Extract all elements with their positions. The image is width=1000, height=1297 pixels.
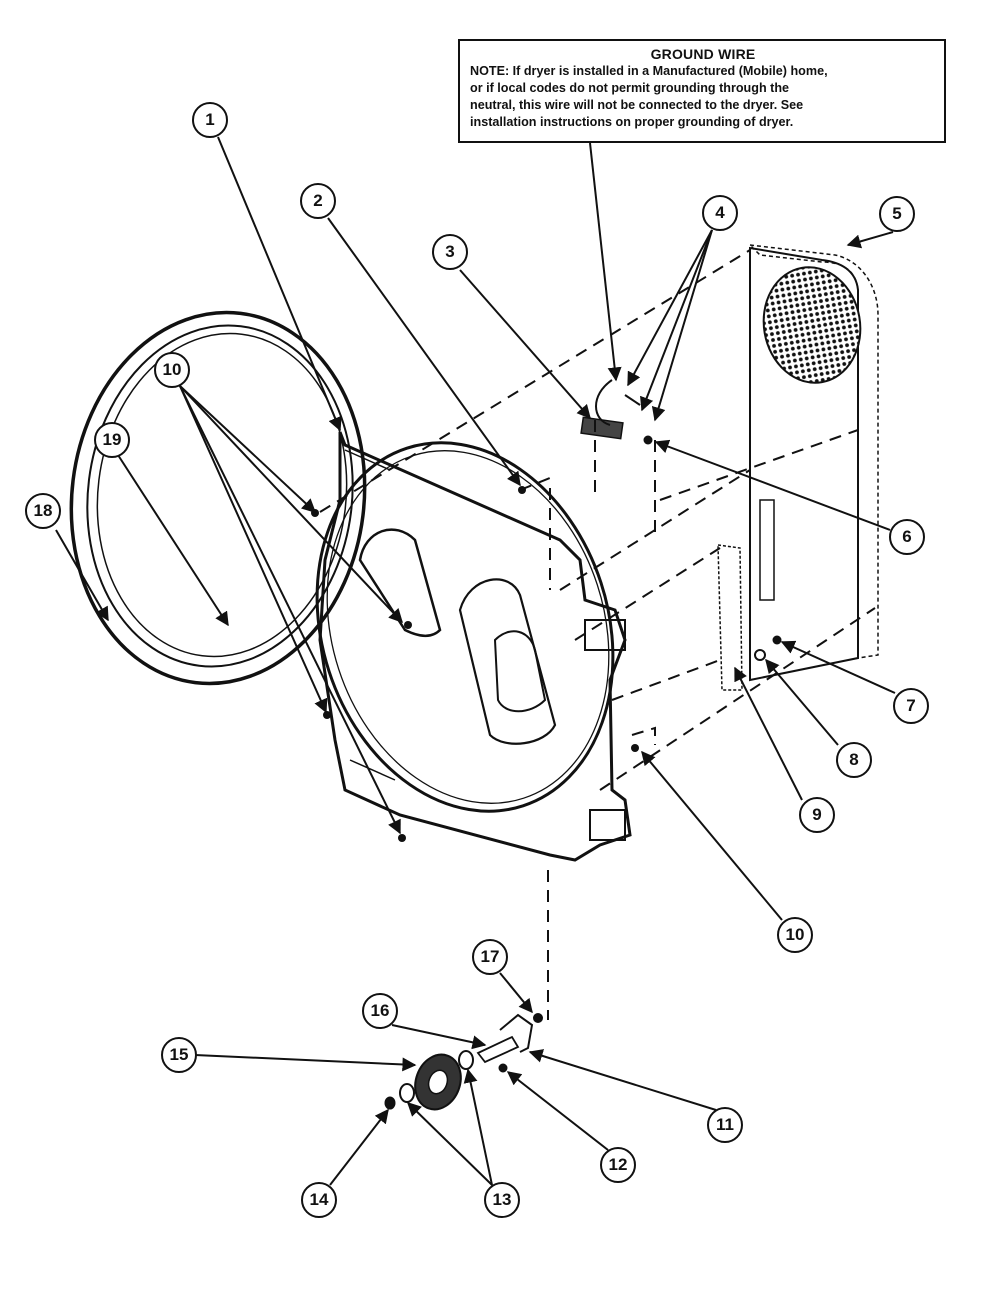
note-line-3: neutral, this wire will not be connected… [470, 98, 804, 112]
callout-1: 1 [192, 102, 228, 138]
callout-3: 3 [432, 234, 468, 270]
leader-lines [55, 136, 896, 1186]
callout-15: 15 [161, 1037, 197, 1073]
callout-16: 16 [362, 993, 398, 1029]
callout-12: 12 [600, 1147, 636, 1183]
callout-19: 19 [94, 422, 130, 458]
terminal-block-part-3 [580, 379, 641, 440]
callout-9: 9 [799, 797, 835, 833]
note-line-2: or if local codes do not permit groundin… [470, 81, 790, 95]
panel-part-9 [717, 544, 743, 691]
callout-4: 4 [702, 195, 738, 231]
callout-10-rear: 10 [777, 917, 813, 953]
note-line-4: installation instructions on proper grou… [470, 115, 794, 129]
door-seal-part-19 [96, 332, 348, 658]
rear-panel-part-5 [747, 244, 879, 682]
callout-18: 18 [25, 493, 61, 529]
ground-wire-note: GROUND WIRE NOTE: If dryer is installed … [458, 39, 946, 143]
note-line-1: NOTE: If dryer is installed in a Manufac… [470, 64, 828, 78]
callout-2: 2 [300, 183, 336, 219]
fasteners-part-6-7-8 [643, 435, 782, 661]
callout-13: 13 [484, 1182, 520, 1218]
callout-5: 5 [879, 196, 915, 232]
callout-14: 14 [301, 1182, 337, 1218]
callout-6: 6 [889, 519, 925, 555]
callout-17: 17 [472, 939, 508, 975]
callout-11: 11 [707, 1107, 743, 1143]
note-title: GROUND WIRE [650, 46, 756, 62]
roller-assembly-parts-11-17 [384, 1013, 543, 1111]
front-panel-part-1 [315, 431, 632, 862]
door-ring-part-18 [69, 310, 367, 686]
screws-part-10 [311, 486, 639, 842]
callout-7: 7 [893, 688, 929, 724]
callout-8: 8 [836, 742, 872, 778]
callout-10-front: 10 [154, 352, 190, 388]
assembly-lines [319, 249, 876, 1020]
